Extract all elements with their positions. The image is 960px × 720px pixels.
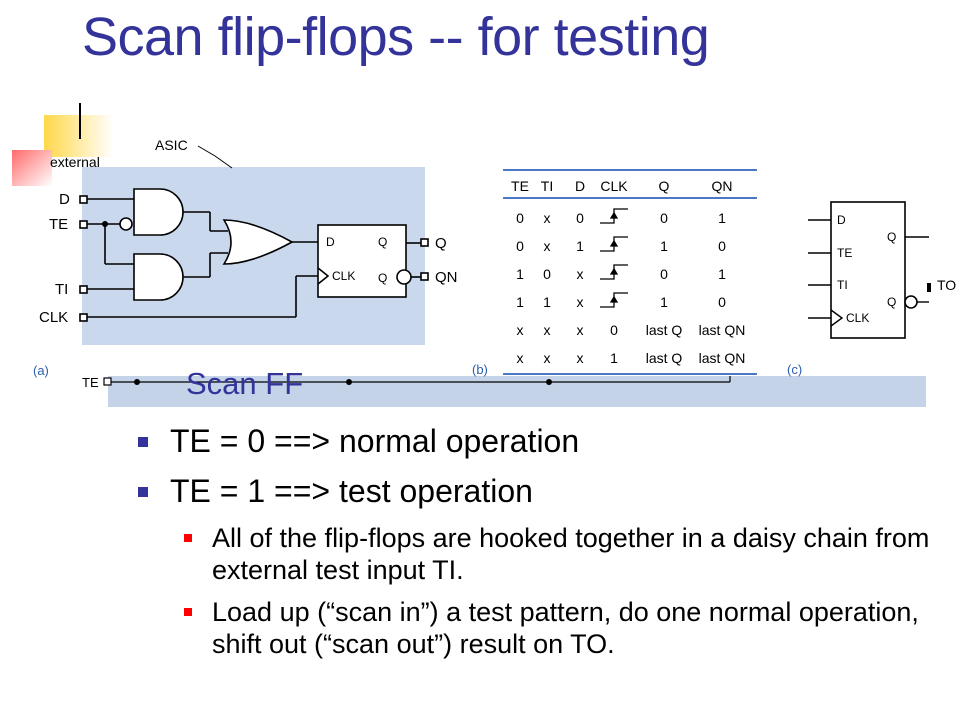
table-cell: 1 [718, 266, 726, 282]
scan-ff-figure: ASIC external TE Scan FF TO [0, 100, 960, 410]
symbol-pin-label: Q [887, 230, 896, 244]
square-bullet-icon [184, 534, 192, 542]
table-header-cell: Q [659, 178, 670, 194]
table-cell: x [544, 210, 551, 226]
table-cell: 0 [660, 266, 668, 282]
table-header-cell: TE [511, 178, 529, 194]
table-cell: 0 [718, 294, 726, 310]
input-pin-label: TI [55, 281, 68, 298]
table-header-cell: TI [541, 178, 553, 194]
symbol-pin-label: CLK [846, 311, 869, 325]
table-cell: x [544, 322, 551, 338]
table-cell: 1 [660, 294, 668, 310]
sub-bullet-item: All of the flip-flops are hooked togethe… [174, 522, 934, 586]
te-bottom-label: TE [82, 375, 99, 390]
table-cell: 0 [576, 210, 584, 226]
output-pin-label: Q [435, 235, 447, 252]
table-cell: 0 [718, 238, 726, 254]
table-header-cell: CLK [600, 178, 628, 194]
table-cell: 1 [516, 294, 524, 310]
input-pin-label: TE [49, 216, 68, 233]
figure-canvas: ASIC external TE Scan FF TO [12, 103, 956, 407]
table-cell: x [577, 266, 584, 282]
scan-ff-label: Scan FF [186, 366, 303, 401]
bullet-item: TE = 1 ==> test operation [134, 472, 934, 510]
table-cell: last Q [646, 350, 683, 366]
symbol-pin-label: TE [837, 246, 852, 260]
ff-qn-label: Q [378, 271, 387, 285]
bullet-text: TE = 0 ==> normal operation [170, 423, 580, 459]
sub-bullet-item: Load up (“scan in”) a test pattern, do o… [174, 596, 934, 660]
panel-c-symbol: D TE TI CLK Q Q (c) [787, 201, 929, 377]
square-bullet-icon [138, 487, 148, 497]
to-label: TO [937, 277, 956, 293]
ff-d-label: D [326, 235, 335, 249]
output-pin-label: QN [435, 269, 458, 286]
symbol-pin-label: Q [887, 295, 896, 309]
table-cell: 0 [543, 266, 551, 282]
panel-c-caption: (c) [787, 362, 802, 377]
ff-q-label: Q [378, 235, 387, 249]
table-header-cell: D [575, 178, 585, 194]
table-cell: x [544, 350, 551, 366]
panel-b-caption: (b) [472, 362, 488, 377]
table-cell: 1 [543, 294, 551, 310]
table-cell: last QN [699, 322, 746, 338]
table-cell: 0 [660, 210, 668, 226]
table-cell: x [517, 322, 524, 338]
square-bullet-icon [138, 437, 148, 447]
table-cell: 1 [660, 238, 668, 254]
input-pin-label: D [59, 191, 70, 208]
table-cell: 0 [610, 322, 618, 338]
panel-a-circuit [79, 188, 429, 322]
external-label: external [50, 154, 100, 170]
rising-arrow-icon [609, 239, 619, 247]
bullet-item: TE = 0 ==> normal operation [134, 422, 934, 460]
rising-arrow-icon [609, 295, 619, 303]
table-cell: last QN [699, 350, 746, 366]
rising-arrow-icon [609, 267, 619, 275]
rising-arrow-icon [609, 211, 619, 219]
scan-ff-band [108, 376, 926, 407]
table-cell: 1 [718, 210, 726, 226]
asic-label: ASIC [155, 137, 188, 153]
square-bullet-icon [184, 608, 192, 616]
table-cell: 0 [516, 238, 524, 254]
slide-title: Scan flip-flops -- for testing [82, 7, 710, 67]
table-header-cell: QN [712, 178, 733, 194]
table-cell: 1 [610, 350, 618, 366]
symbol-pin-label: D [837, 213, 846, 227]
corner-decoration [12, 103, 114, 186]
ff-clk-label: CLK [332, 269, 355, 283]
bullet-text: TE = 1 ==> test operation [170, 473, 533, 509]
table-cell: x [577, 322, 584, 338]
symbol-pin-label: TI [837, 278, 848, 292]
input-pin-label: CLK [39, 309, 68, 326]
table-cell: last Q [646, 322, 683, 338]
table-cell: 0 [516, 210, 524, 226]
bullet-list: TE = 0 ==> normal operation TE = 1 ==> te… [134, 422, 934, 670]
panel-a-labels: D TE TI CLK Q QN D Q Q CLK (a) [33, 191, 458, 378]
table-cell: x [577, 350, 584, 366]
table-cell: x [544, 238, 551, 254]
table-cell: x [577, 294, 584, 310]
table-cell: 1 [516, 266, 524, 282]
panel-a-caption: (a) [33, 363, 49, 378]
sub-bullet-text: Load up (“scan in”) a test pattern, do o… [212, 597, 919, 659]
sub-bullet-text: All of the flip-flops are hooked togethe… [212, 523, 930, 585]
table-cell: 1 [576, 238, 584, 254]
table-cell: x [517, 350, 524, 366]
